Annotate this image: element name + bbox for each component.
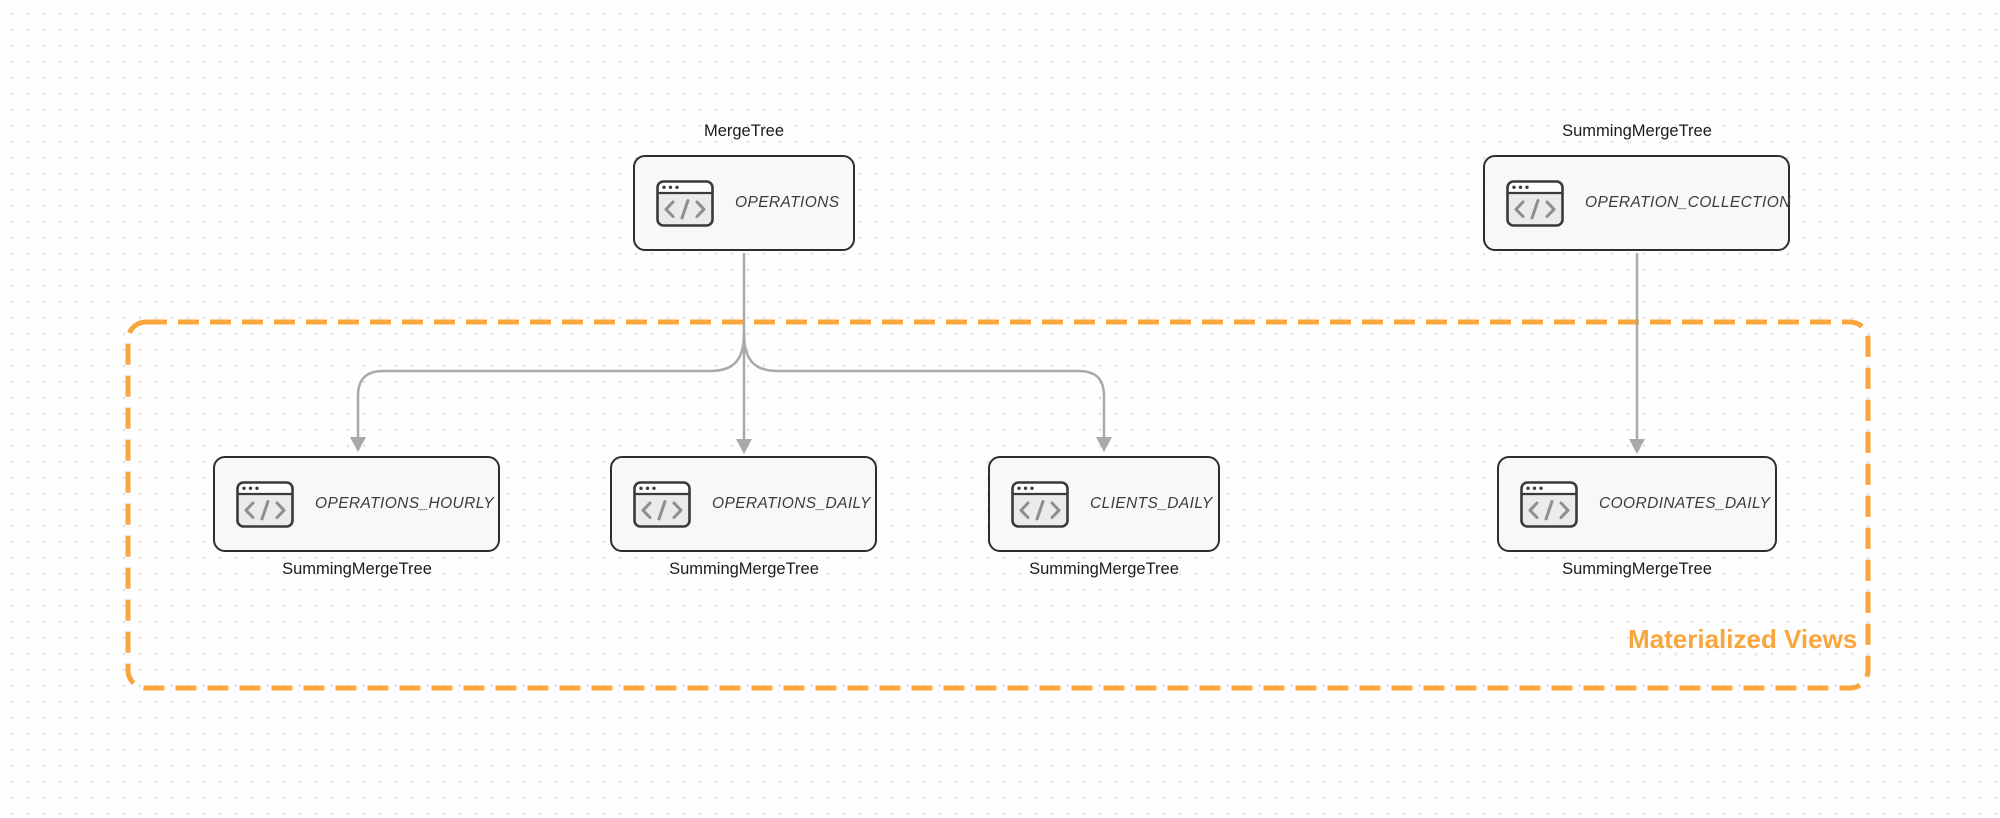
edge-operations-to-operations-hourly (356, 332, 746, 438)
code-window-icon (1011, 480, 1069, 528)
node-label: OPERATIONS_DAILY (712, 495, 871, 512)
engine-label-summingmergetree: SummingMergeTree (669, 560, 819, 578)
engine-label-mergetree: MergeTree (703, 122, 785, 140)
node-operations-hourly[interactable]: OPERATIONS_HOURLY (213, 456, 500, 552)
node-coordinates-daily[interactable]: COORDINATES_DAILY (1497, 456, 1777, 552)
engine-label-summingmergetree: SummingMergeTree (1029, 560, 1179, 578)
materialized-views-label: Materialized Views (1628, 624, 1858, 654)
arrowhead-clients-daily (1096, 437, 1112, 452)
code-window-icon (633, 480, 691, 528)
arrowhead-operations-hourly (350, 437, 366, 452)
engine-label-summingmergetree: SummingMergeTree (1562, 122, 1712, 140)
node-label: OPERATIONS_HOURLY (315, 495, 495, 512)
code-window-icon (236, 480, 294, 528)
arrowhead-operations-daily (736, 439, 752, 454)
node-operations[interactable]: OPERATIONS (633, 155, 855, 251)
materialized-views-group-border (125, 319, 1871, 691)
node-operations-daily[interactable]: OPERATIONS_DAILY (610, 456, 877, 552)
node-label: COORDINATES_DAILY (1599, 495, 1771, 512)
node-label: OPERATIONS (735, 194, 840, 211)
code-window-icon (656, 179, 714, 227)
node-label: OPERATION_COLLECTION (1585, 194, 1791, 211)
engine-label-summingmergetree: SummingMergeTree (282, 560, 432, 578)
edge-operations-to-clients-daily (742, 332, 1106, 438)
code-window-icon (1520, 480, 1578, 528)
arrowhead-coordinates-daily (1629, 439, 1645, 454)
node-operation-collection[interactable]: OPERATION_COLLECTION (1483, 155, 1790, 251)
node-label: CLIENTS_DAILY (1090, 495, 1213, 512)
code-window-icon (1506, 179, 1564, 227)
node-clients-daily[interactable]: CLIENTS_DAILY (988, 456, 1220, 552)
engine-label-summingmergetree: SummingMergeTree (1562, 560, 1712, 578)
